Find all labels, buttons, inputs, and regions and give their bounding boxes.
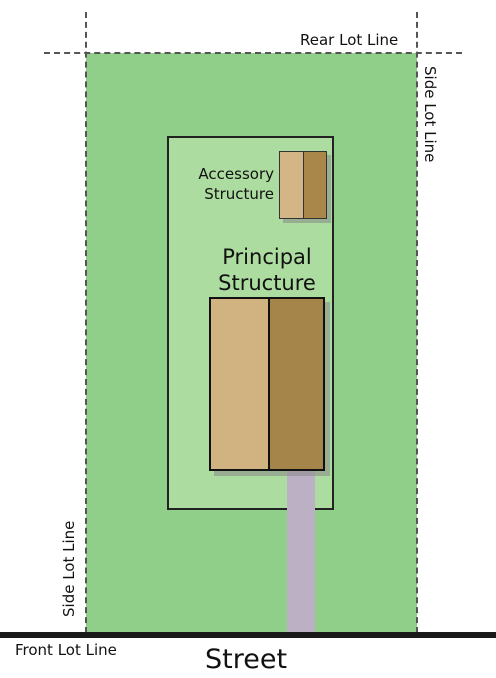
- right-side-lot-line: [416, 12, 418, 633]
- driveway: [287, 470, 315, 633]
- rear-lot-line-label: Rear Lot Line: [300, 31, 399, 49]
- accessory-roof-light: [280, 152, 304, 218]
- principal-structure: [209, 297, 325, 471]
- left-side-lot-line-label: Side Lot Line: [60, 520, 78, 617]
- rear-lot-line: [44, 52, 462, 54]
- right-side-lot-line-label: Side Lot Line: [421, 66, 439, 163]
- accessory-structure: [279, 151, 327, 219]
- front-lot-line-label: Front Lot Line: [15, 641, 117, 659]
- principal-roof-light: [211, 299, 270, 469]
- principal-structure-label: Principal Structure: [218, 245, 316, 296]
- accessory-roof-dark: [303, 152, 326, 218]
- accessory-structure-label: Accessory Structure: [198, 165, 274, 204]
- left-side-lot-line: [85, 12, 87, 633]
- street-label: Street: [205, 644, 288, 675]
- principal-roof-dark: [270, 299, 323, 469]
- front-lot-line: [0, 632, 496, 638]
